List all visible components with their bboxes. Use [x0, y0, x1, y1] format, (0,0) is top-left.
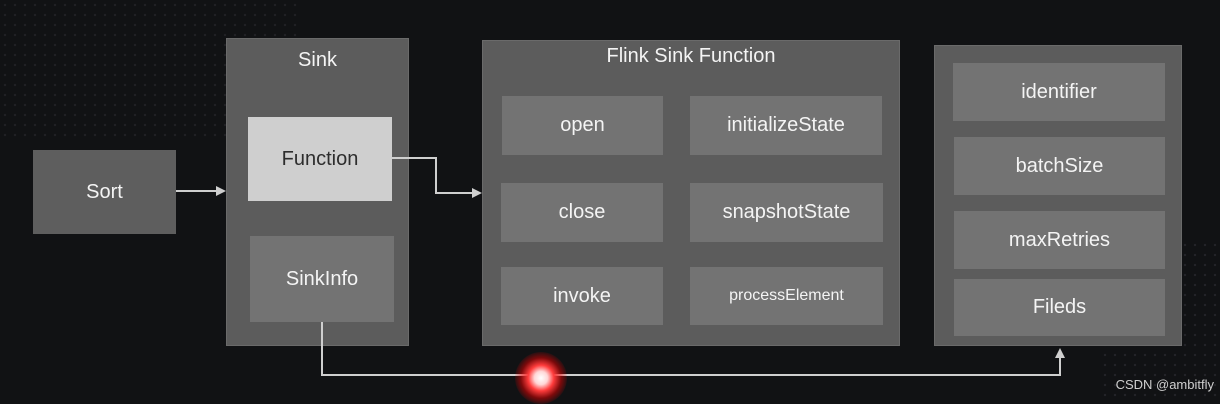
field-maxretries: maxRetries	[954, 211, 1165, 269]
method-processelement-label: processElement	[729, 287, 844, 304]
field-fileds-label: Fileds	[1032, 296, 1087, 318]
sink-title: Sink	[298, 49, 337, 71]
field-batchsize: batchSize	[954, 137, 1165, 195]
method-close-label: close	[558, 201, 606, 223]
sink-sinkinfo-node: SinkInfo	[250, 236, 394, 322]
arrow-sinkinfo-to-fields	[321, 322, 1065, 376]
method-invoke-label: invoke	[553, 284, 611, 307]
method-initializestate: initializeState	[690, 96, 882, 155]
sink-panel: Sink Function SinkInfo	[226, 38, 409, 346]
field-identifier: identifier	[953, 63, 1165, 121]
method-processelement: processElement	[690, 267, 883, 325]
sort-node: Sort	[33, 150, 176, 234]
flink-panel-title: Flink Sink Function	[606, 45, 776, 67]
method-initializestate-label: initializeState	[727, 114, 845, 136]
sort-label: Sort	[86, 180, 123, 203]
sink-sinkinfo-label: SinkInfo	[285, 267, 359, 290]
sink-function-label: Function	[281, 147, 359, 170]
sink-function-node: Function	[248, 117, 392, 201]
field-batchsize-label: batchSize	[1015, 154, 1104, 177]
field-fileds: Fileds	[954, 279, 1165, 336]
watermark-text: CSDN @ambitfly	[1115, 377, 1214, 392]
method-snapshotstate-label: snapshotState	[722, 201, 851, 223]
field-maxretries-label: maxRetries	[1008, 228, 1111, 251]
method-snapshotstate: snapshotState	[690, 183, 883, 242]
laser-pointer-dot	[515, 352, 567, 404]
flink-sink-function-panel: Flink Sink Function open initializeState…	[482, 40, 900, 346]
arrow-function-to-flink	[391, 157, 482, 198]
field-identifier-label: identifier	[1021, 80, 1097, 103]
method-open-label: open	[560, 114, 605, 136]
method-open: open	[502, 96, 663, 155]
method-close: close	[501, 183, 663, 242]
sinkinfo-fields-panel: identifier batchSize maxRetries Fileds	[934, 45, 1182, 346]
method-invoke: invoke	[501, 267, 663, 325]
